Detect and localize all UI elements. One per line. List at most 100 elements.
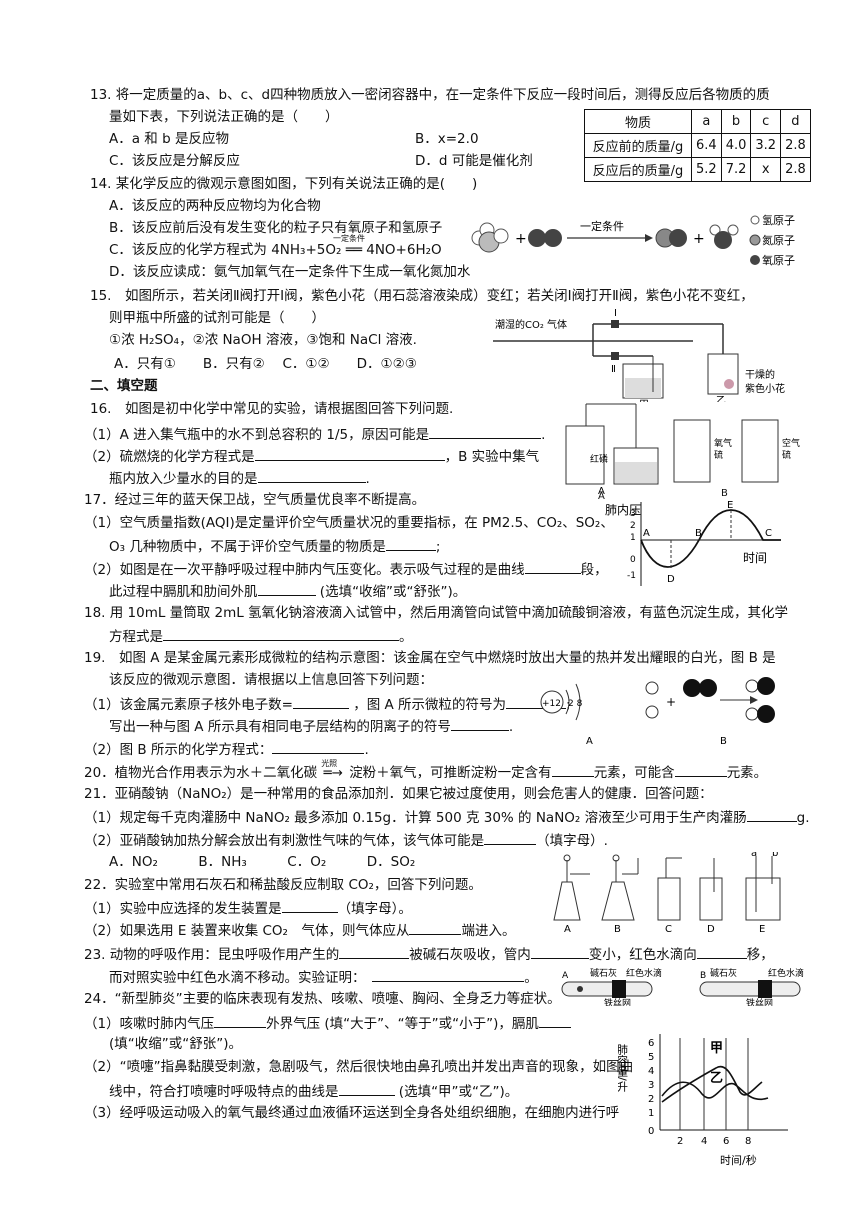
answer-blank[interactable] [551,762,594,777]
flower-label-2: 紫色小花 [745,382,785,395]
q19-reaction-diagram: + B [645,677,775,747]
series-yi-label: 乙 [710,1071,723,1086]
jar-air [741,419,779,483]
svg-text:A: A [562,971,569,981]
answer-blank[interactable] [254,446,445,461]
answer-blank[interactable] [530,944,589,959]
svg-text:4: 4 [701,1136,707,1147]
table-cell: 7.2 [720,157,752,182]
q22-stem: 22．实验室中常用石灰石和稀盐酸反应制取 CO₂，回答下列问题。 [84,877,482,893]
q19-atom-structure-diagram: +12 2 8 A [540,683,593,747]
legend-oxygen: 氧原子 [762,253,795,267]
answer-blank[interactable] [674,762,727,777]
chart-ylabel: 肺内压 [605,503,641,517]
answer-blank[interactable] [272,739,365,754]
answer-blank[interactable] [163,626,399,641]
q14-option-c-condition: 一定条件 [333,234,365,243]
answer-blank[interactable] [372,967,525,982]
svg-text:2: 2 [648,1094,654,1105]
answer-blank[interactable] [484,830,537,845]
q16-part3: 瓶内放入少量水的目的是. [109,468,370,488]
answer-blank[interactable] [450,716,509,731]
table-row: 反应前的质量/g 6.4 4.0 3.2 2.8 [584,133,811,158]
svg-text:红色水滴: 红色水滴 [768,968,804,979]
svg-text:+: + [515,231,527,247]
q24-part1: （1）咳嗽时肺内气压外界气压 (填“大于”、“等于”或“小于”)，膈肌 [84,1013,571,1033]
air-label: 空气 [782,437,800,449]
answer-blank[interactable] [746,807,797,822]
q18-stem2: 方程式是。 [109,626,413,646]
svg-text:0: 0 [648,1126,654,1137]
q14-option-a: A．该反应的两种反应物均为化合物 [109,198,321,214]
apparatus-c: C [657,857,682,934]
reaction-arrow [750,696,758,704]
sulfur-label-2: 硫 [782,449,791,461]
svg-text:2: 2 [677,1136,683,1147]
q21-part2: （2）亚硝酸钠加热分解会放出有刺激性气味的气体，该气体可能是（填字母）. [84,830,608,850]
tick-0: 0 [630,555,636,565]
q14-option-b: B．该反应前后没有发生变化的粒子只有氧原子和氢原子 [109,220,443,236]
svg-text:铁丝网: 铁丝网 [746,997,773,1006]
q15-options: A．只有① B．只有② C．①② D．①②③ [114,356,417,372]
table-cell: 3.2 [750,133,782,158]
table-cell: d [780,109,811,134]
answer-blank[interactable] [338,1081,395,1096]
table-cell: 2.8 [780,157,811,182]
answer-blank[interactable] [506,694,567,709]
bottle-jia-label: 甲 [639,400,649,402]
q15-stem-line2: 则甲瓶中所盛的试剂可能是（ ） [109,310,325,326]
svg-text:8: 8 [745,1136,751,1147]
bottle-yi [707,353,739,395]
q14-option-c: C．该反应的化学方程式为 4NH₃+5O₂ ══ 4NO+6H₂O [109,242,442,258]
q23-stem: 23. 动物的呼吸作用：昆虫呼吸作用产生的被碱石灰吸收，管内变小，红色水滴向移， [84,944,774,964]
answer-blank[interactable] [214,1013,267,1028]
q16-part1: （1）A 进入集气瓶中的水不到总容积的 1/5，原因可能是. [84,424,545,444]
answer-blank[interactable] [429,424,542,439]
q14-option-d: D．该反应读成：氨气加氧气在一定条件下生成一氧化氮加水 [109,264,471,280]
q24-part3: （3）经呼吸运动吸入的氧气最终通过血液循环运送到全身各处组织细胞，在细胞内进行呼 [84,1105,620,1121]
q22-part1: （1）实验中应选择的发生装置是（填字母）。 [84,898,412,918]
flower-label-1: 干燥的 [745,368,775,381]
q21-options: A．NO₂ B．NH₃ C．O₂ D．SO₂ [109,854,416,870]
table-cell: 反应后的质量/g [584,157,692,182]
q19-part2: （2）图 B 所示的化学方程式：. [84,739,369,759]
point-d: D [667,574,675,585]
nucleus-charge: +12 [542,699,561,709]
answer-blank[interactable] [524,559,581,574]
answer-blank[interactable] [696,944,747,959]
answer-blank[interactable] [409,920,462,935]
q13-mass-table: 物质 a b c d 反应前的质量/g 6.4 4.0 3.2 2.8 反应后的… [584,109,811,182]
q16-fig-b-caption: B [721,488,728,499]
q15-stem-line1: 15. 如图所示，若关闭Ⅱ阀打开Ⅰ阀，紫色小花（用石蕊溶液染成）变红；若关闭Ⅰ阀… [90,288,754,304]
answer-blank[interactable] [257,468,366,483]
svg-text:+: + [693,231,705,247]
table-cell: 2.8 [780,133,811,158]
answer-blank[interactable] [257,581,316,596]
gas-label: 潮湿的CO₂ 气体 [495,318,567,331]
q13-stem-line2: 量如下表，下列说法正确的是（ ） [109,109,339,125]
q23-insect-respiration-apparatus: A 碱石灰 红色水滴 铁丝网 B 碱石灰 红色水滴 铁丝网 [561,968,804,1006]
valve-i-icon [611,320,619,328]
valve-ii-icon [611,352,619,360]
tube-a: A 碱石灰 红色水滴 铁丝网 [561,968,662,1006]
svg-text:碱石灰: 碱石灰 [710,968,737,979]
answer-blank[interactable] [538,1013,571,1028]
svg-text:B: B [614,924,621,934]
pressure-curve [640,509,781,568]
series-jia-line [661,1065,763,1103]
q13-option-c: C．该反应是分解反应 [109,153,240,169]
q17-part3: 此过程中膈肌和肋间外肌 (选填“收缩”或“舒张”)。 [109,581,466,601]
svg-text:铁丝网: 铁丝网 [604,997,631,1006]
answer-blank[interactable] [281,898,338,913]
q13-option-b: B．x=2.0 [415,131,479,147]
answer-blank[interactable] [292,694,349,709]
answer-blank[interactable] [385,536,436,551]
q14-reaction-diagram: + 一定条件 + 氢原子 氮原子 氧原子 [471,213,795,267]
q16-fig-a-caption: A [598,491,605,502]
q17-part2: （2）如图是在一次平静呼吸过程中肺内气压变化。表示吸气过程的是曲线段， [84,559,608,579]
table-cell: 反应前的质量/g [584,133,692,158]
answer-blank[interactable] [339,944,410,959]
product-h2o-molecule [709,224,739,249]
table-cell: b [720,109,752,134]
svg-text:6: 6 [648,1038,654,1049]
